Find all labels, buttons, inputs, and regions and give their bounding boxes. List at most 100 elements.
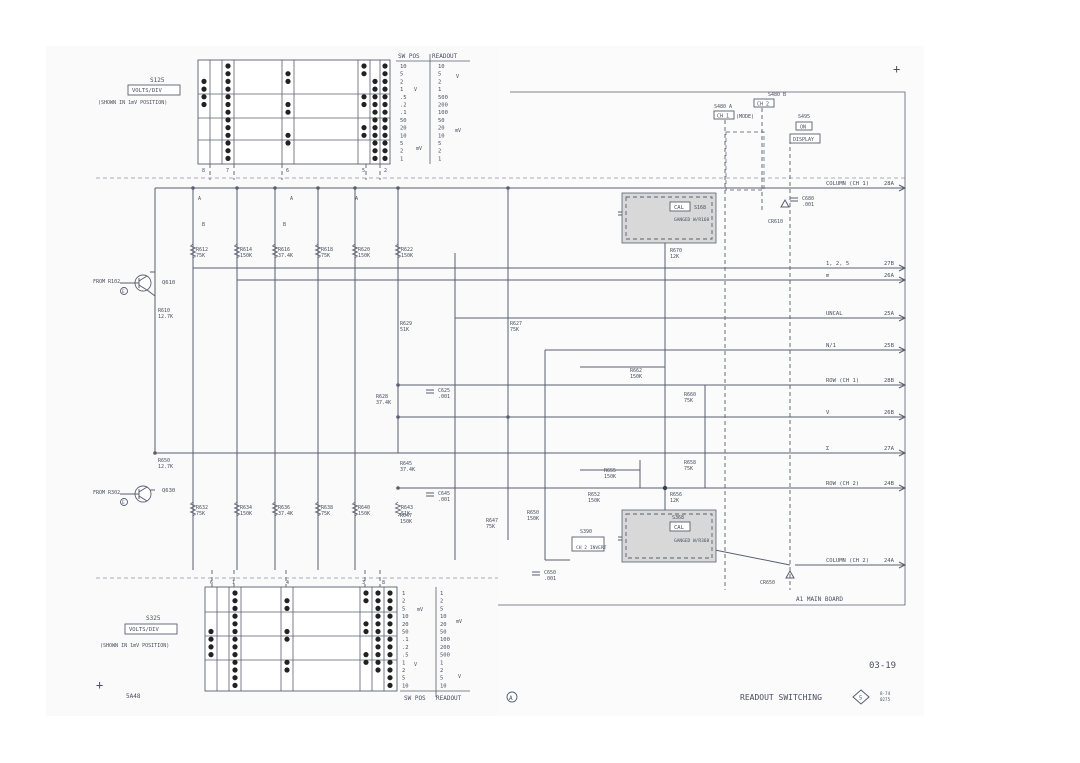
display-label: DISPLAY bbox=[793, 137, 814, 143]
resistor-val-6: 150K bbox=[400, 519, 412, 525]
bottom-resistor-ref-1: R634 bbox=[240, 505, 252, 511]
switch-dot bbox=[232, 628, 238, 635]
resistor-ref-0: R610 bbox=[158, 308, 170, 314]
switch-dot bbox=[285, 132, 291, 138]
bottom-pin-2: 4 bbox=[286, 580, 289, 586]
mode-switch-frame bbox=[725, 131, 765, 191]
mid-marker-a: A bbox=[290, 196, 293, 202]
output-arrow bbox=[898, 276, 907, 284]
bottom-sw-pos-7: .2 bbox=[402, 645, 409, 651]
switch-dot bbox=[375, 652, 381, 658]
switch-dot bbox=[372, 109, 378, 115]
switch-dot bbox=[382, 125, 388, 131]
switch-dot bbox=[225, 148, 231, 154]
s125-name: S125 bbox=[150, 77, 165, 84]
bottom-sw-pos-12: 10 bbox=[402, 683, 409, 689]
resistor-ref-13: R656 bbox=[670, 492, 682, 498]
resistor-ref-1: R650 bbox=[158, 458, 170, 464]
footer-sheet: 5 bbox=[859, 696, 862, 702]
switch-dot bbox=[232, 636, 238, 642]
resistor-symbol bbox=[314, 243, 322, 259]
footer-date: 8-74 bbox=[880, 691, 891, 696]
top-sw-pos-12: 1 bbox=[400, 156, 403, 162]
top-resistor-val-4: 150K bbox=[358, 253, 370, 259]
bottom-readout-12: 10 bbox=[440, 683, 447, 689]
resistor-symbol bbox=[233, 501, 241, 517]
switch-dot bbox=[372, 101, 378, 108]
top-sw-pos-1: 5 bbox=[400, 72, 403, 78]
switch-dot bbox=[232, 590, 238, 596]
bottom-resistor-ref-4: R640 bbox=[358, 505, 370, 511]
top-readout-12: 1 bbox=[438, 156, 441, 162]
output-arrow bbox=[898, 314, 907, 322]
footer-code: 0275 bbox=[880, 697, 891, 702]
switch-dot bbox=[382, 132, 388, 138]
bottom-resistor-ref-5: R643 bbox=[401, 505, 413, 511]
cal-bottom-shade bbox=[621, 509, 717, 563]
q630-tag: E bbox=[122, 500, 125, 506]
resistor-ref-3: R627 bbox=[510, 321, 522, 327]
bottom-sw-pos-0: 1 bbox=[402, 591, 405, 597]
bottom-resistor-val-1: 150K bbox=[240, 511, 252, 517]
right-marker-a: A bbox=[355, 196, 358, 202]
resistor-ref-12: R652 bbox=[588, 492, 600, 498]
top-resistor-val-1: 150K bbox=[240, 253, 252, 259]
output-arrow bbox=[898, 264, 907, 272]
switch-dot bbox=[375, 590, 381, 596]
switch-dot bbox=[232, 644, 238, 650]
output-arrow bbox=[898, 449, 907, 457]
switch-dot bbox=[232, 682, 238, 689]
top-resistor-ref-1: R614 bbox=[240, 247, 252, 253]
output-name-6: V bbox=[826, 410, 830, 416]
output-arrow bbox=[898, 184, 907, 192]
s480b-label: S480 B bbox=[768, 92, 786, 98]
q610-tag-circle bbox=[120, 287, 128, 295]
top-units-v-right: V bbox=[456, 74, 459, 80]
bottom-sw-pos-2: 5 bbox=[402, 606, 405, 612]
top-readout-9: 10 bbox=[438, 133, 445, 139]
switch-dot bbox=[232, 652, 238, 658]
top-marker-b: B bbox=[202, 222, 205, 228]
top-pin-2: 6 bbox=[286, 168, 289, 174]
resistor-val-10: 75K bbox=[684, 466, 693, 472]
resistor-symbol bbox=[189, 501, 197, 517]
resistor-symbol bbox=[189, 243, 197, 259]
ch2-invert-label: CH 2 INVERT bbox=[576, 545, 607, 551]
switch-dot bbox=[232, 659, 238, 665]
bottom-sw-pos-3: 10 bbox=[402, 614, 409, 620]
switch-dot bbox=[284, 659, 290, 665]
right-page bbox=[498, 46, 924, 716]
switch-dot bbox=[361, 101, 367, 108]
bottom-switch-dots bbox=[208, 590, 393, 689]
switch-dot bbox=[375, 613, 381, 619]
reg-mark-top-right: + bbox=[893, 62, 900, 76]
top-sw-pos-4: .5 bbox=[400, 95, 407, 101]
resistor-val-11: 150K bbox=[604, 474, 616, 480]
bottom-readout-10: 2 bbox=[440, 668, 443, 674]
cr610-diode bbox=[780, 198, 790, 208]
bottom-readout-4: 20 bbox=[440, 622, 447, 628]
bottom-units-v-left: V bbox=[414, 662, 417, 668]
switch-dot bbox=[372, 132, 378, 138]
resistor-ref-11: R655 bbox=[604, 468, 616, 474]
resistor-ref-15: R670 bbox=[670, 248, 682, 254]
switch-dot bbox=[232, 667, 238, 673]
switch-dot bbox=[382, 109, 388, 115]
bottom-readout-5: 50 bbox=[440, 630, 447, 636]
output-name-7: Σ bbox=[826, 446, 830, 452]
capacitor-val-1: .001 bbox=[438, 497, 450, 503]
bottom-units-mv-right: mV bbox=[456, 619, 462, 625]
switch-dot bbox=[363, 598, 369, 604]
switch-dot bbox=[285, 101, 291, 108]
switch-dot bbox=[382, 86, 388, 92]
bottom-readout-1: 2 bbox=[440, 599, 443, 605]
output-pin-0: 28A bbox=[884, 181, 895, 187]
bottom-readout-0: 1 bbox=[440, 591, 443, 597]
switch-dot bbox=[372, 94, 378, 100]
output-arrows bbox=[898, 184, 907, 569]
switch-dot bbox=[372, 78, 378, 84]
switch-dot bbox=[387, 621, 393, 627]
top-sw-pos-2: 2 bbox=[400, 79, 403, 85]
output-pin-3: 25A bbox=[884, 311, 895, 317]
cal-top-shade bbox=[621, 192, 717, 244]
